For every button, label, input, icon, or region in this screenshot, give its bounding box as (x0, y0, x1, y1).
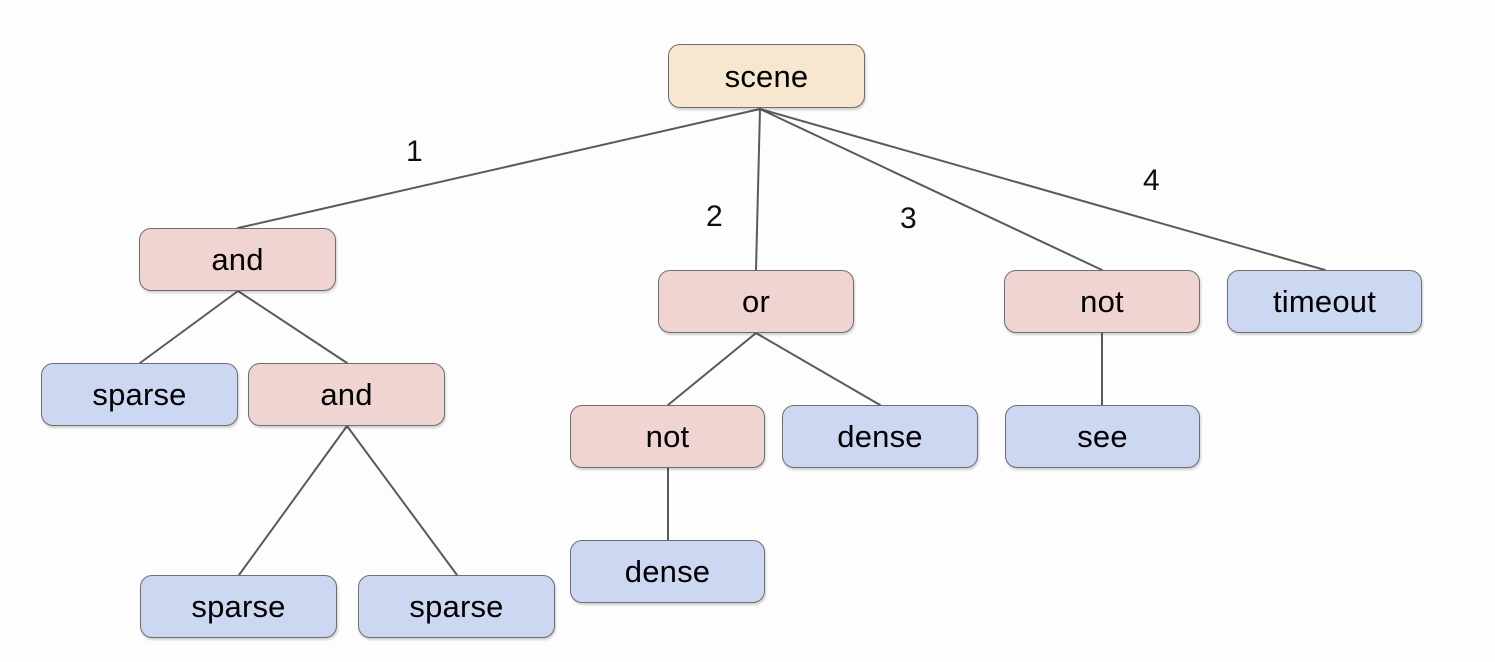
node-label-sparse2: sparse (191, 589, 286, 624)
edge-and2-to-sparse2 (238, 425, 348, 576)
node-label-see: see (1077, 419, 1128, 454)
node-label-dense1: dense (837, 419, 923, 454)
edge-or1-to-not2 (667, 332, 757, 406)
node-label-not1: not (1080, 284, 1124, 319)
edge-scene-to-and1 (237, 108, 761, 229)
edge-and2-to-sparse3 (346, 425, 458, 576)
node-sparse2[interactable]: sparse (140, 575, 337, 638)
edge-label-1: 1 (406, 135, 423, 168)
node-label-scene: scene (724, 58, 809, 94)
node-label-sparse3: sparse (409, 589, 504, 624)
node-scene[interactable]: scene (668, 44, 865, 108)
node-label-timeout: timeout (1272, 284, 1377, 319)
node-label-and2: and (320, 377, 373, 412)
edge-scene-to-or1 (755, 108, 761, 271)
node-label-dense2: dense (624, 554, 711, 589)
node-sparse3[interactable]: sparse (358, 575, 555, 638)
edge-or1-to-dense1 (755, 332, 881, 406)
node-label-and1: and (211, 242, 264, 277)
edge-scene-to-not1 (759, 108, 1103, 271)
node-label-not2: not (645, 419, 690, 454)
node-not2[interactable]: not (570, 405, 765, 468)
edge-scene-to-timeout (759, 108, 1326, 271)
node-label-sparse1: sparse (92, 377, 187, 412)
node-not1[interactable]: not (1004, 270, 1200, 333)
node-sparse1[interactable]: sparse (41, 363, 238, 426)
node-label-or1: or (742, 284, 770, 319)
node-dense2[interactable]: dense (570, 540, 765, 603)
node-and2[interactable]: and (248, 363, 445, 426)
node-timeout[interactable]: timeout (1227, 270, 1422, 333)
edge-and1-to-sparse1 (139, 290, 239, 364)
node-or1[interactable]: or (658, 270, 854, 333)
node-dense1[interactable]: dense (782, 405, 978, 468)
edge-and1-to-and2 (237, 290, 348, 364)
edge-label-3: 3 (900, 202, 917, 235)
node-see[interactable]: see (1005, 405, 1200, 468)
node-and1[interactable]: and (139, 228, 336, 291)
edge-label-2: 2 (706, 200, 723, 233)
edge-label-4: 4 (1143, 164, 1160, 197)
